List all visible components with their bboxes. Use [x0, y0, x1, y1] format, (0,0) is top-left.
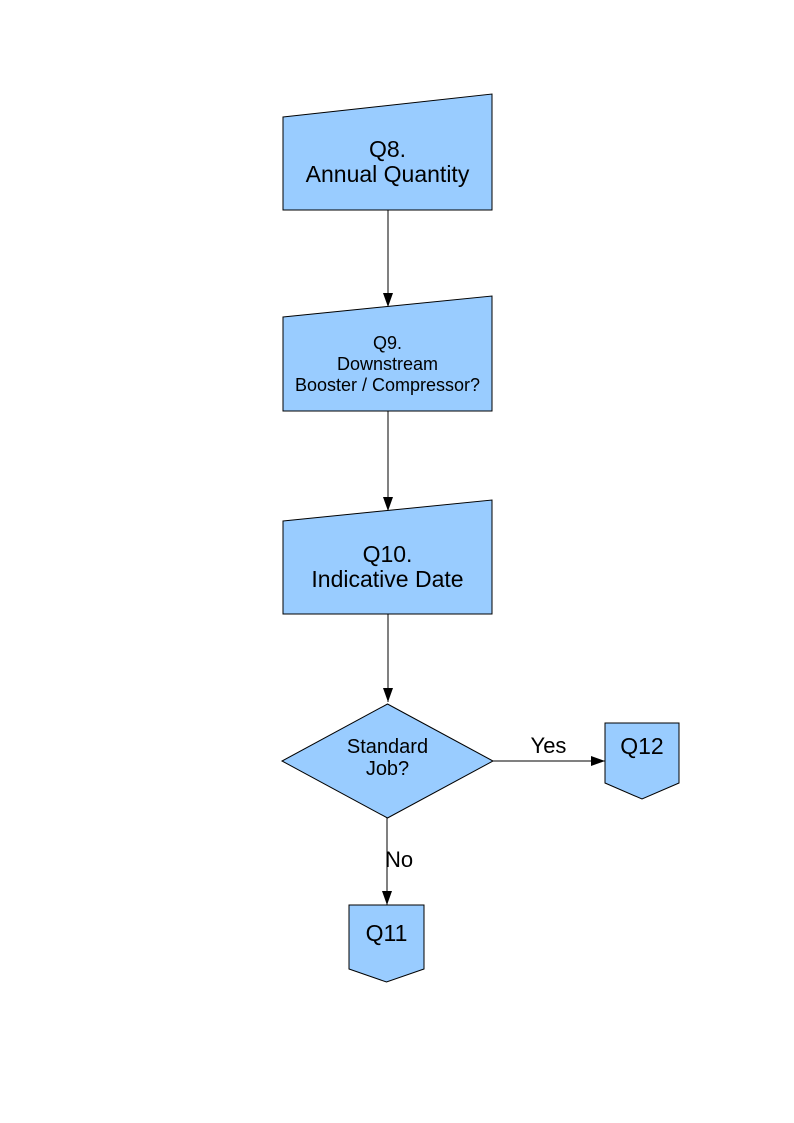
q9-node-label: Q9. Downstream Booster / Compressor? — [283, 333, 492, 396]
q10-label-line2: Indicative Date — [311, 566, 464, 592]
decision-label-line1: Standard — [346, 736, 429, 758]
q9-label-line3: Booster / Compressor? — [294, 375, 481, 395]
no-edge-label: No — [385, 847, 414, 872]
q8-label-line2: Annual Quantity — [305, 161, 470, 187]
decision-label-line2: Job? — [365, 758, 410, 780]
q8-label-line1: Q8. — [368, 136, 407, 162]
decision-node-label: Standard Job? — [283, 736, 492, 780]
q9-manual-input-shape — [282, 295, 493, 412]
q8-manual-input-shape — [282, 93, 493, 211]
q10-node-label: Q10. Indicative Date — [283, 542, 492, 592]
decision-diamond-shape — [280, 703, 495, 819]
q11-offpage-connector-shape — [348, 904, 425, 983]
q10-manual-input-shape — [282, 499, 493, 615]
q9-label-line2: Downstream — [336, 354, 439, 374]
q9-label-line1: Q9. — [372, 333, 402, 353]
q10-label-line1: Q10. — [362, 541, 413, 567]
q12-node-label: Q12 — [620, 733, 664, 759]
q8-node-label: Q8. Annual Quantity — [283, 137, 492, 187]
q12-offpage-connector-shape — [604, 722, 680, 800]
yes-edge-label: Yes — [530, 733, 567, 758]
q11-node-label: Q11 — [365, 920, 408, 946]
